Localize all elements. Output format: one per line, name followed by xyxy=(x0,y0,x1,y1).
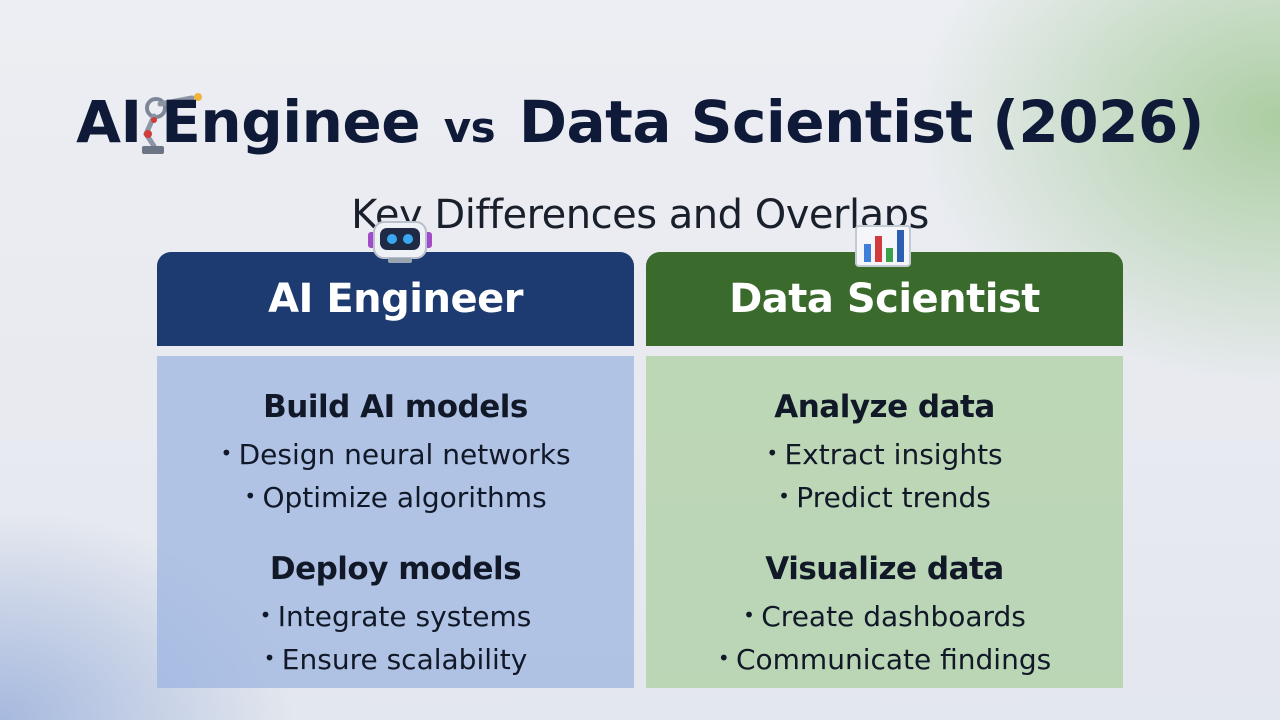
title-vs: vs xyxy=(443,103,496,152)
ds-section-title: Analyze data xyxy=(774,389,995,425)
ai-section-title: Deploy models xyxy=(269,551,522,587)
ds-section-title: Visualize data xyxy=(765,551,1004,587)
ds-bullet: Create dashboards xyxy=(646,594,1123,637)
ai-section-title: Build AI models xyxy=(263,389,528,425)
ds-bullet: Extract insights xyxy=(646,432,1123,475)
page-title: AI Enginee vs Data Scientist (2026) xyxy=(0,88,1280,156)
ai-bullet: Optimize algorithms xyxy=(157,475,634,518)
ds-bullet: Predict trends xyxy=(646,475,1123,518)
page-subtitle: Key Differences and Overlaps xyxy=(351,192,929,238)
ai-engineer-body: Build AI models Design neural networks O… xyxy=(157,356,634,688)
title-right: Data Scientist (2026) xyxy=(518,88,1205,156)
robot-icon xyxy=(368,221,432,263)
ai-engineer-header: AI Engineer xyxy=(157,252,634,346)
data-scientist-header: Data Scientist xyxy=(646,252,1123,346)
ai-bullet: Design neural networks xyxy=(157,432,634,475)
ai-bullet: Ensure scalability xyxy=(157,637,634,680)
bar-chart-icon xyxy=(855,225,911,267)
data-scientist-body: Analyze data Extract insights Predict tr… xyxy=(646,356,1123,688)
ds-bullet: Communicate findings xyxy=(646,637,1123,680)
data-scientist-column: Data Scientist Analyze data Extract insi… xyxy=(646,225,1123,688)
ai-engineer-column: AI Engineer Build AI models Design neura… xyxy=(157,221,634,688)
robot-arm-icon xyxy=(142,93,202,154)
title-left: AI Enginee xyxy=(76,88,421,156)
ai-bullet: Integrate systems xyxy=(157,594,634,637)
